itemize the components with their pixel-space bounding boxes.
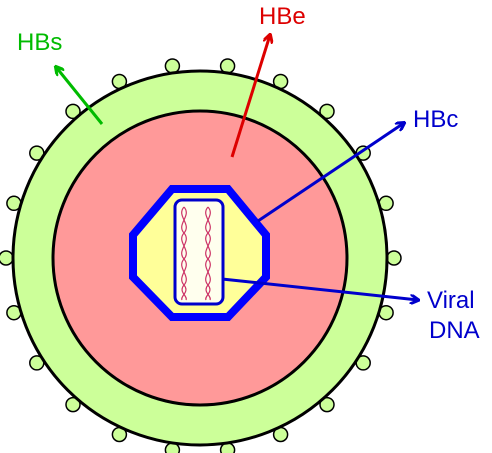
dna-strand-right-b [205, 206, 211, 301]
viral-dna-label-line2: DNA [429, 317, 480, 344]
hbe-label: HBe [259, 3, 306, 30]
viral-dna-label-line1: Viral [427, 287, 475, 314]
hbc-label: HBc [413, 106, 458, 133]
surface-knob [0, 250, 14, 266]
surface-knob [386, 250, 402, 266]
surface-knob [65, 396, 81, 413]
hbs-arrow [56, 67, 104, 125]
hbc-arrow [257, 123, 404, 223]
surface-knob [319, 396, 335, 413]
dna-strands [181, 206, 211, 301]
surface-knob [319, 103, 335, 120]
viral-dna-arrow [221, 277, 418, 300]
surface-knob [65, 103, 81, 120]
hbe-arrow [230, 35, 270, 158]
hbs-label: HBs [17, 29, 62, 56]
dna-container [173, 198, 225, 306]
dna-strand-left-b [181, 206, 187, 301]
